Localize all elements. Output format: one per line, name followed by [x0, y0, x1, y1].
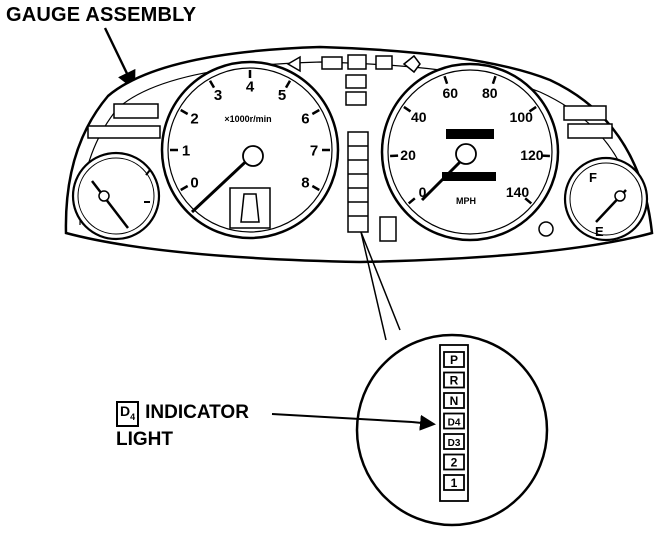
shift-indicator — [567, 123, 613, 139]
gear-indicator-label: 1 — [451, 476, 458, 490]
speedometer-tick-mark — [524, 197, 533, 205]
gear-indicator-box — [443, 392, 465, 409]
speedometer-unit: MPH — [456, 196, 476, 206]
odometer-display — [446, 129, 494, 139]
tachometer-tick-mark — [311, 108, 320, 116]
seatbelt-indicator — [113, 103, 159, 119]
callout-line2: LIGHT — [116, 428, 173, 450]
tachometer-tick-label: 7 — [310, 142, 318, 159]
speedometer-tick-label: 20 — [400, 147, 416, 163]
speedometer-tick-label: 60 — [442, 85, 458, 101]
gear-indicator-box — [443, 412, 465, 430]
speedometer-tick-label: 0 — [419, 184, 427, 200]
gear-indicator-label: N — [450, 394, 459, 408]
tachometer-tick-label: 4 — [246, 78, 255, 95]
d4-badge: D4 — [116, 401, 140, 427]
speedometer-tick-mark — [403, 105, 412, 113]
speedometer-tick-mark — [491, 75, 497, 85]
tachometer-tick-label: 1 — [182, 142, 190, 159]
tachometer-tick-mark — [208, 80, 216, 89]
tachometer-tick-mark — [284, 80, 292, 89]
gear-indicator-box — [443, 453, 465, 471]
speedometer-tick-label: 140 — [506, 184, 530, 200]
gear-indicator-box — [443, 371, 465, 389]
tachometer-tick-mark — [180, 108, 189, 116]
gear-indicator-label: R — [450, 374, 459, 388]
tachometer-tick-mark — [180, 184, 189, 192]
odometer-window-left — [87, 125, 161, 139]
gear-indicator-label: D4 — [448, 418, 461, 429]
speedometer-tick-label: 120 — [520, 147, 544, 163]
gear-indicator-label: P — [450, 353, 458, 367]
fuel-gauge: F E — [563, 156, 649, 242]
speedometer-tick-mark — [443, 75, 449, 85]
gear-indicator-box — [443, 474, 465, 491]
tachometer-tick-mark — [311, 184, 320, 192]
speedometer-tick-mark — [407, 197, 416, 205]
speedometer-tick-marks: 0 20 40 60 80 100 120 140 — [390, 75, 550, 205]
tachometer-tick-label: 0 — [190, 174, 198, 191]
tachometer-tick-label: 3 — [214, 87, 222, 104]
trip-reset-knob — [538, 221, 554, 237]
speedometer-tick-label: 100 — [510, 109, 534, 125]
fuel-empty-label: E — [595, 224, 604, 239]
speedometer-tick-label: 80 — [482, 85, 498, 101]
title-leader-arrow — [103, 27, 136, 91]
diagram-title: GAUGE ASSEMBLY — [6, 4, 197, 26]
warning-icon-row — [286, 54, 421, 106]
tachometer-unit: ×1000r/min — [224, 114, 271, 124]
gear-indicator-box — [443, 351, 465, 368]
maintenance-indicator — [563, 105, 607, 121]
speedometer: 0 20 40 60 80 100 120 140 MPH — [380, 62, 560, 242]
tachometer-tick-label: 2 — [190, 110, 198, 127]
gear-indicator-box — [443, 433, 465, 450]
tachometer-tick-label: 8 — [301, 174, 309, 191]
tachometer-tick-label: 5 — [278, 87, 286, 104]
fuel-full-label: F — [589, 170, 597, 185]
callout-line1: INDICATOR — [145, 402, 249, 423]
temperature-gauge — [71, 151, 161, 241]
tachometer-tick-label: 6 — [301, 110, 309, 127]
speedometer-tick-label: 40 — [411, 109, 427, 125]
gear-indicator-label: 2 — [451, 456, 458, 470]
gear-indicator-label: D3 — [448, 438, 461, 449]
speedometer-tick-mark — [528, 105, 537, 113]
center-indicator-strip — [347, 131, 397, 242]
trip-display — [442, 172, 496, 181]
